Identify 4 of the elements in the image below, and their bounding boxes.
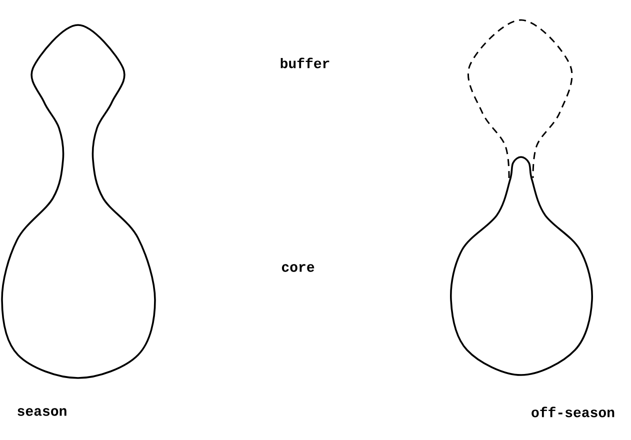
text-label: season	[18, 408, 66, 416]
text-label: off-season	[532, 406, 614, 418]
text-label: buffer	[280, 58, 330, 68]
text-label: core	[282, 264, 314, 272]
